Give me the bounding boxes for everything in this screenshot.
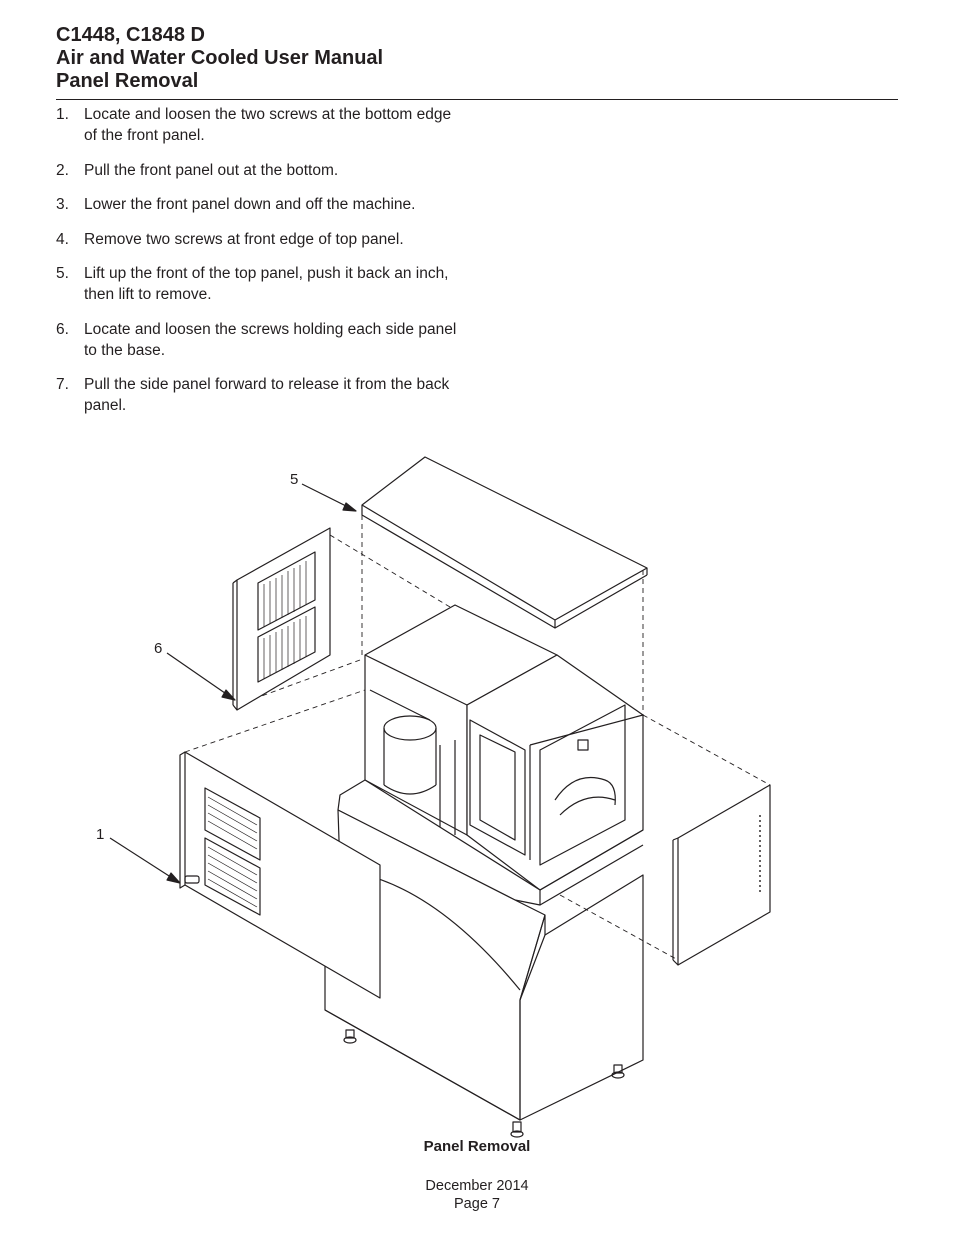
step-text: Lower the front panel down and off the m…	[84, 196, 416, 213]
step-number: 5.	[56, 265, 69, 282]
step-item: 1. Locate and loosen the two screws at th…	[56, 104, 466, 146]
front-panel	[179, 751, 381, 999]
step-text: Pull the side panel forward to release i…	[84, 376, 450, 414]
step-text: Locate and loosen the screws holding eac…	[84, 320, 457, 359]
step-item: 6. Locate and loosen the screws holding e…	[56, 319, 466, 361]
step-text: Remove two screws at front edge of top p…	[84, 230, 404, 248]
step-text: Locate and loosen the two screws at the …	[84, 106, 452, 144]
manual-title: Air and Water Cooled User Manual	[56, 47, 384, 69]
header-rule	[56, 99, 898, 100]
instruction-steps: 1. Locate and loosen the two screws at th…	[56, 104, 466, 430]
step-item: 2. Pull the front panel out at the bottom…	[56, 160, 466, 181]
page-footer: December 2014 Page 7	[0, 1177, 954, 1213]
step-item: 5. Lift up the front of the top panel, pu…	[56, 263, 466, 305]
step-item: 3. Lower the front panel down and off the…	[56, 194, 466, 215]
top-panel	[361, 456, 648, 629]
machine-chassis	[337, 604, 644, 906]
step-number: 2.	[56, 161, 69, 179]
step-number: 4.	[56, 230, 69, 248]
footer-date: December 2014	[425, 1178, 529, 1194]
right-side-panel	[672, 784, 771, 966]
page-header: C1448, C1848 D Air and Water Cooled User…	[56, 24, 898, 93]
step-number: 3.	[56, 196, 69, 213]
step-number: 7.	[56, 376, 69, 393]
callout-1: 1	[96, 826, 105, 843]
step-number: 1.	[56, 106, 69, 123]
left-side-panel	[232, 527, 331, 711]
section-title: Panel Removal	[56, 70, 199, 92]
figure-caption: Panel Removal	[423, 1138, 531, 1155]
callout-6: 6	[154, 640, 163, 657]
step-text: Lift up the front of the top panel, push…	[84, 265, 449, 303]
callout-5: 5	[290, 471, 299, 488]
callout-arrows	[109, 483, 357, 884]
model-title: C1448, C1848 D	[56, 24, 205, 46]
step-number: 6.	[56, 320, 69, 338]
step-item: 7. Pull the side panel forward to release…	[56, 374, 466, 416]
footer-page-number: Page 7	[454, 1196, 500, 1212]
step-text: Pull the front panel out at the bottom.	[84, 161, 339, 179]
step-item: 4. Remove two screws at front edge of top…	[56, 229, 466, 250]
